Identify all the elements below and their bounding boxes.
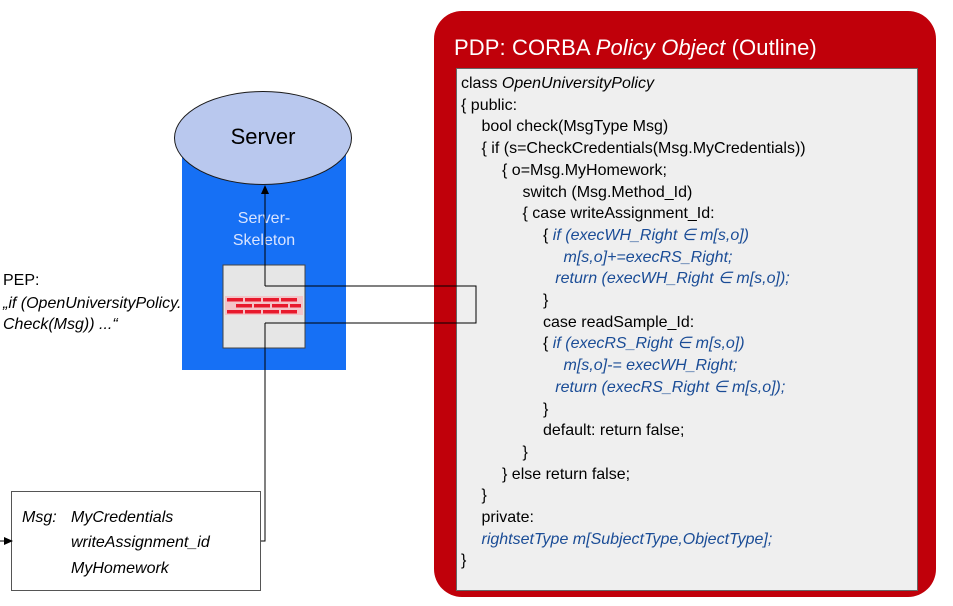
code-line: } else return false; [502, 465, 630, 484]
code-line: private: [482, 508, 534, 527]
code-line: class OpenUniversityPolicy [461, 74, 654, 93]
code-line: return (execRS_Right ∈ m[s,o]); [555, 378, 785, 397]
skeleton-line-2: Skeleton [232, 232, 296, 249]
code-line: m[s,o]+=execRS_Right; [564, 248, 733, 267]
msg-field-object: MyHomework [71, 560, 169, 577]
code-token: OpenUniversityPolicy [501, 75, 654, 92]
code-line: } [482, 486, 487, 505]
code-token: case readSample_Id: [543, 313, 695, 331]
msg-box: Msg: MyCredentials writeAssignment_id My… [11, 491, 261, 591]
code-token: return (execWH_Right ∈ m[s,o]); [555, 270, 790, 288]
code-line: { public: [461, 96, 517, 115]
server-cylinder-top [174, 91, 352, 185]
firewall-icon [225, 296, 303, 315]
code-token: } [461, 552, 467, 570]
code-token: m[s,o]+=execRS_Right; [563, 248, 733, 266]
server-label: Server [230, 124, 296, 149]
pep-label: PEP: [3, 272, 40, 289]
code-token: m[s,o]-= execWH_Right; [563, 357, 738, 375]
code-token: } [543, 292, 549, 309]
code-token: { public: [461, 96, 518, 114]
code-line: { case writeAssignment_Id: [523, 204, 715, 223]
code-token: { o=Msg.MyHomework; [502, 161, 667, 179]
code-line: } [523, 443, 528, 462]
pep-code: „if (OpenUniversityPolicy. Check(Msg)) .… [3, 293, 181, 335]
code-token: rightsetType m[SubjectType,ObjectType]; [481, 530, 773, 548]
code-line: { if (s=CheckCredentials(Msg.MyCredentia… [482, 139, 806, 158]
code-line: { if (execRS_Right ∈ m[s,o]) [543, 334, 745, 353]
pdp-title: PDP: CORBA Policy Object (Outline) [454, 35, 817, 60]
code-line: } [543, 291, 548, 310]
code-token: return (execRS_Right ∈ m[s,o]); [555, 378, 786, 396]
pep-policy-loop [265, 285, 477, 324]
code-token: { case writeAssignment_Id: [522, 205, 715, 223]
code-token: } [543, 400, 549, 418]
code-line: default: return false; [543, 421, 684, 440]
skeleton-line-1: Server- [237, 210, 291, 227]
code-token: class [461, 75, 502, 92]
code-line: { if (execWH_Right ∈ m[s,o]) [543, 226, 749, 245]
code-line: } [461, 551, 466, 570]
code-line: bool check(MsgType Msg) [482, 117, 669, 136]
code-line: m[s,o]-= execWH_Right; [564, 356, 738, 375]
policy-code-box [456, 68, 918, 591]
code-token: { [543, 226, 553, 244]
msg-field-credentials: MyCredentials [71, 509, 174, 526]
code-token: bool check(MsgType Msg) [481, 118, 669, 136]
code-line: } [543, 400, 548, 419]
msg-label: Msg: [22, 509, 57, 526]
code-token: } [522, 443, 528, 461]
code-token: private: [481, 509, 534, 526]
code-token: } else return false; [502, 465, 631, 483]
pep-code-line-1: „if (OpenUniversityPolicy. [3, 295, 182, 312]
msg-to-pep-line [261, 323, 266, 542]
code-line: switch (Msg.Method_Id) [523, 183, 693, 202]
code-line: return (execWH_Right ∈ m[s,o]); [555, 269, 789, 288]
code-line: { o=Msg.MyHomework; [502, 161, 667, 180]
code-line: case readSample_Id: [543, 313, 694, 332]
code-line: rightsetType m[SubjectType,ObjectType]; [482, 530, 773, 549]
code-token: { [543, 335, 553, 353]
pep-code-line-2: Check(Msg)) ...“ [3, 316, 118, 333]
code-token: { if (s=CheckCredentials(Msg.MyCredentia… [481, 140, 806, 158]
code-token: } [481, 487, 487, 505]
server-skeleton-label: Server- Skeleton [182, 208, 346, 252]
code-token: switch (Msg.Method_Id) [522, 183, 693, 201]
code-token: if (execWH_Right ∈ m[s,o]) [552, 226, 749, 244]
code-token: if (execRS_Right ∈ m[s,o]) [552, 335, 745, 353]
code-token: default: return false; [543, 422, 685, 440]
msg-field-method: writeAssignment_id [71, 534, 210, 551]
